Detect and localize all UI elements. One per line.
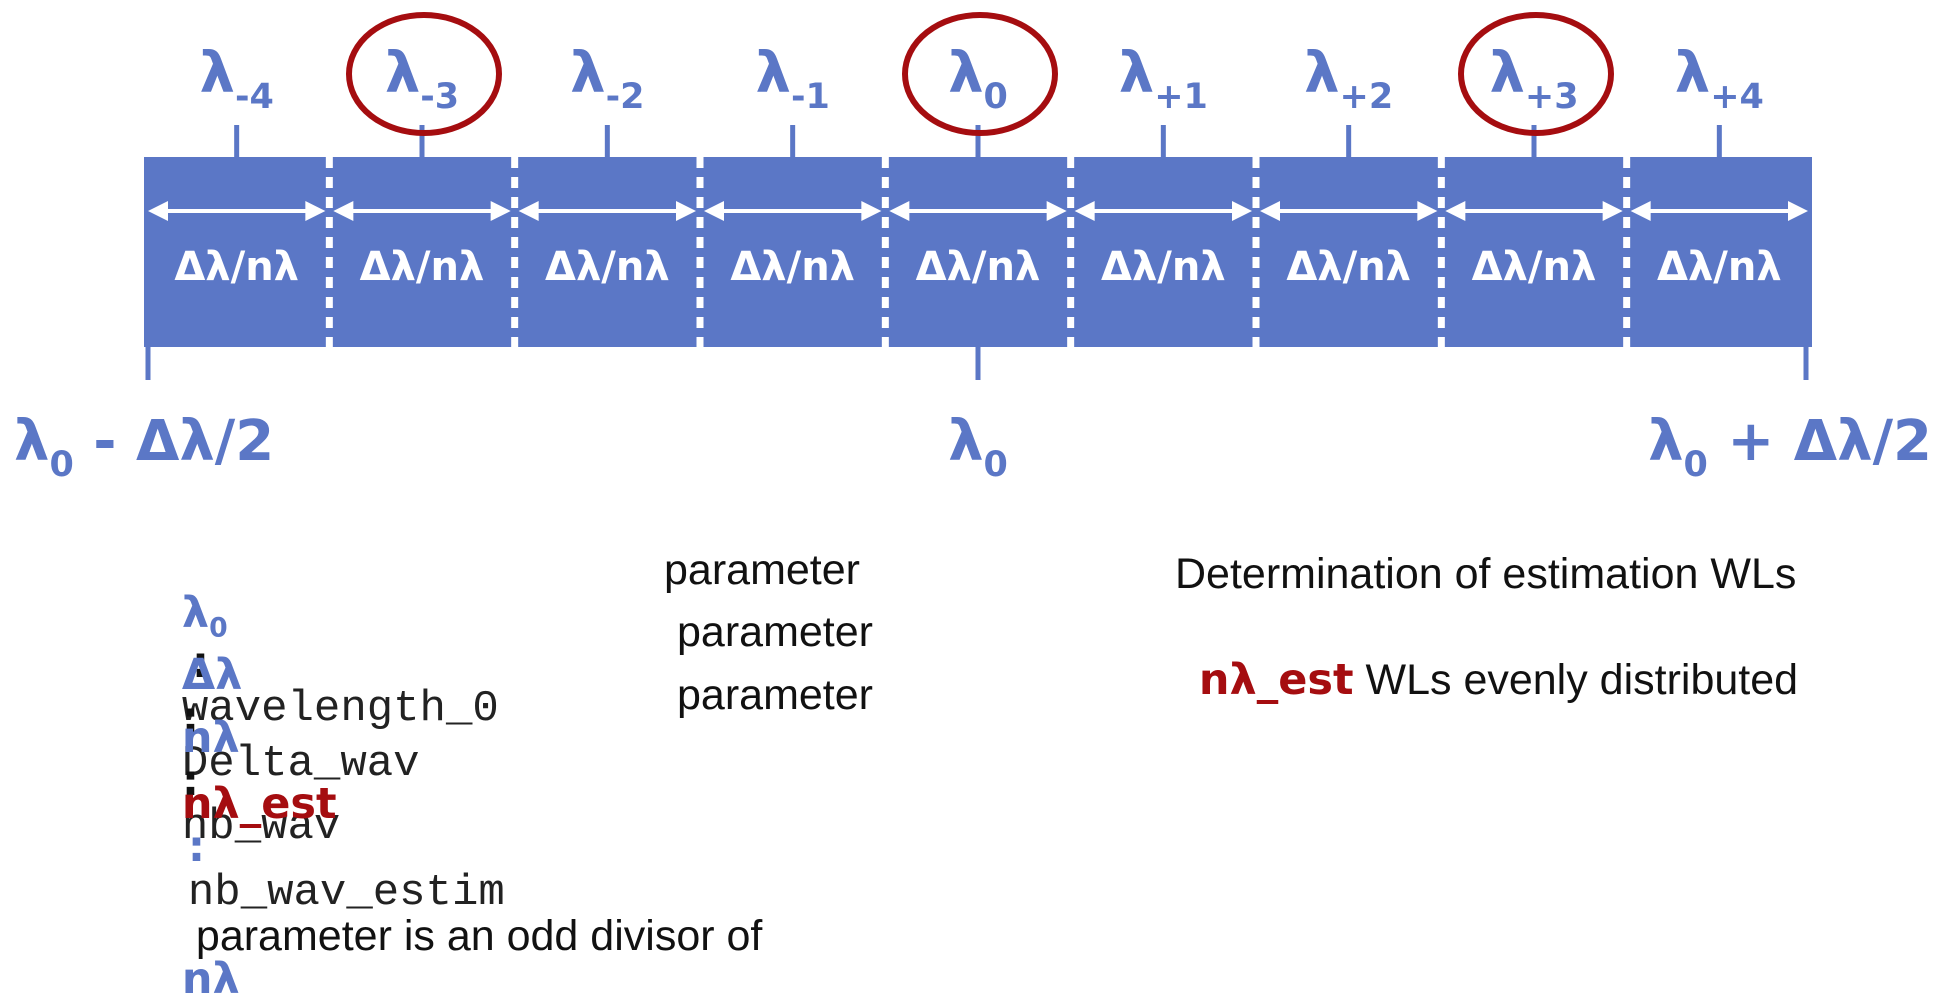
- top-wavelength-label: λ-4: [200, 41, 274, 117]
- wavelength-band: [144, 157, 1812, 347]
- note-highlight: nλ_est: [1198, 655, 1354, 705]
- arrowhead-right: [1417, 201, 1438, 221]
- legend-colon: :: [187, 822, 206, 872]
- arrowhead-right: [676, 201, 696, 221]
- cell-label: Δλ/nλ: [916, 244, 1041, 290]
- legend-colon: :: [181, 693, 200, 743]
- arrowhead-right: [861, 201, 882, 221]
- bottom-label-right: λ0 + Δλ/2: [1648, 409, 1932, 485]
- arrowhead-left: [1260, 201, 1280, 221]
- arrowhead-left: [889, 201, 910, 221]
- arrowhead-left: [1074, 201, 1095, 221]
- top-wavelength-label: λ+4: [1675, 41, 1764, 117]
- legend-code: wavelength_0: [181, 683, 499, 734]
- top-wavelength-label: λ-3: [385, 41, 459, 117]
- legend-param-wavelength: parameter: [664, 546, 860, 594]
- arrowhead-left: [1630, 201, 1651, 221]
- top-wavelength-label: λ+1: [1119, 41, 1208, 117]
- legend-symbol: λ0: [181, 588, 228, 644]
- arrowhead-right: [1046, 201, 1067, 221]
- legend-code: Delta_wav: [181, 739, 420, 789]
- arrowhead-left: [148, 201, 168, 221]
- selection-circle: [902, 12, 1058, 136]
- arrowhead-left: [333, 201, 354, 221]
- legend-symbol: Δλ: [181, 650, 243, 700]
- arrowhead-right: [305, 201, 326, 221]
- note-line-1: Determination of estimation WLs: [1175, 550, 1797, 598]
- note-rest: WLs evenly distributed: [1353, 656, 1799, 704]
- cell-label: Δλ/nλ: [1286, 244, 1411, 290]
- selection-circle: [1458, 12, 1614, 136]
- cell-label: Δλ/nλ: [730, 244, 855, 290]
- legend-ref: nλ: [181, 954, 240, 1004]
- selection-circle: [346, 12, 502, 136]
- arrowhead-right: [1788, 201, 1808, 221]
- top-wavelength-label: λ-2: [570, 41, 644, 117]
- arrowhead-left: [1445, 201, 1466, 221]
- top-wavelength-label: λ0: [948, 41, 1008, 117]
- top-wavelength-label: λ+3: [1489, 41, 1578, 117]
- legend-param-delta: parameter: [677, 608, 873, 656]
- legend-symbol: nλ: [181, 713, 240, 763]
- legend-param-estim: parameter is an odd divisor of: [195, 912, 763, 960]
- wavelength-diagram: Δλ/nλλ-4Δλ/nλλ-3Δλ/nλλ-2Δλ/nλλ-1Δλ/nλλ0Δ…: [14, 12, 1932, 485]
- cell-label: Δλ/nλ: [1657, 244, 1782, 290]
- arrowhead-right: [1232, 201, 1252, 221]
- legend-colon: :: [191, 637, 210, 688]
- legend-row-delta: Δλ : Delta_wav: [158, 611, 420, 789]
- arrowhead-left: [704, 201, 724, 221]
- arrowhead-right: [490, 201, 511, 221]
- cell-label: Δλ/nλ: [174, 244, 299, 290]
- legend-row-estim: nλ_est : nb_wav_estim parameter is an od…: [158, 740, 762, 1001]
- legend-code: nb_wav_estim: [187, 868, 505, 918]
- cell-label: Δλ/nλ: [545, 244, 670, 290]
- legend-param-nb: parameter: [677, 671, 873, 719]
- arrowhead-right: [1602, 201, 1623, 221]
- top-wavelength-label: λ-1: [756, 41, 830, 117]
- top-wavelength-label: λ+2: [1304, 41, 1393, 117]
- bottom-label-center: λ0: [948, 409, 1008, 485]
- legend-row-wavelength: λ0 : wavelength_0: [158, 549, 499, 731]
- cell-label: Δλ/nλ: [360, 244, 485, 290]
- cell-label: Δλ/nλ: [1101, 244, 1226, 290]
- bottom-label-left: λ0 - Δλ/2: [14, 409, 274, 485]
- note-line-2: nλ_est WLs evenly distributed: [1175, 616, 1798, 702]
- legend-symbol: nλ_est: [181, 779, 337, 829]
- cell-label: Δλ/nλ: [1472, 244, 1597, 290]
- arrowhead-left: [518, 201, 539, 221]
- legend-colon: :: [181, 756, 200, 806]
